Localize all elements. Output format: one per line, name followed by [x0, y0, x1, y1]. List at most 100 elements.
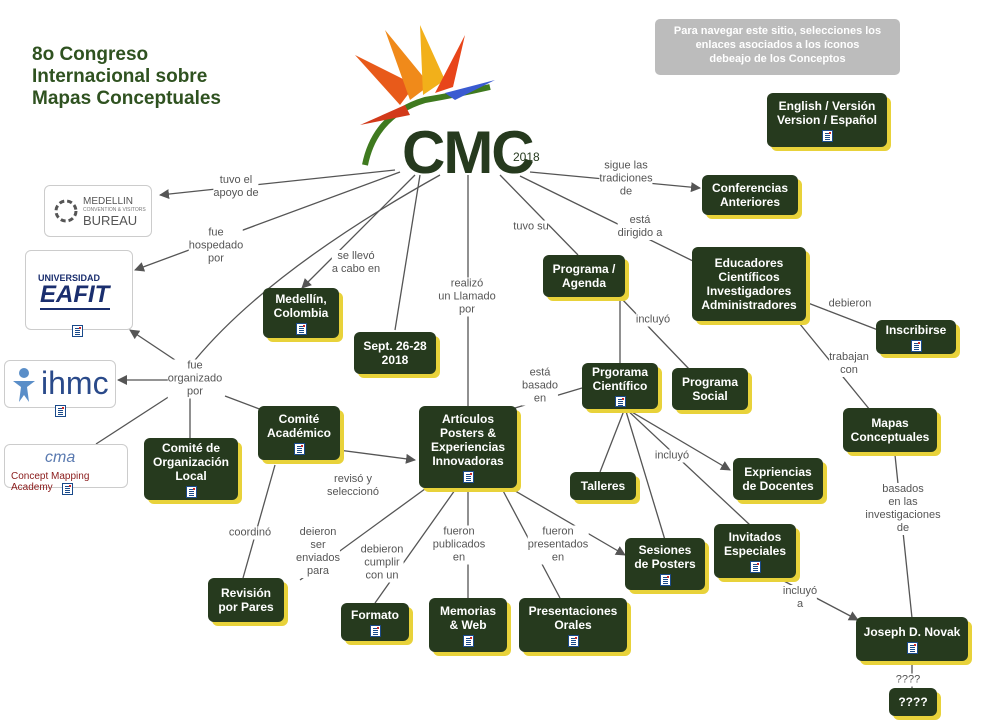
document-icon[interactable]	[462, 634, 474, 647]
eafit-logo-line2: EAFIT	[40, 281, 110, 308]
node-unknown-label: ????	[898, 695, 928, 709]
link-reviso: revisó y seleccionó	[327, 473, 379, 499]
node-programa-social[interactable]: Programa Social	[672, 368, 748, 410]
page-title: 8o Congreso Internacional sobre Mapas Co…	[32, 44, 221, 109]
link-unknown: ????	[895, 673, 921, 687]
node-invitados-label: Invitados Especiales	[723, 529, 787, 558]
node-novak[interactable]: Joseph D. Novak	[856, 617, 968, 661]
node-mapas[interactable]: Mapas Conceptuales	[843, 408, 937, 452]
link-tuvo-su: tuvo su	[513, 220, 549, 234]
node-unknown[interactable]: ????	[889, 688, 937, 716]
node-experiencias-docentes-label: Expriencias de Docentes	[742, 465, 814, 493]
link-trabajan: trabajan con	[829, 351, 869, 377]
link-presentados: fueron presentados en	[527, 525, 589, 565]
link-dirigido: está dirigido a	[617, 214, 663, 240]
document-icon[interactable]	[821, 129, 833, 142]
node-conferencias[interactable]: Conferencias Anteriores	[702, 175, 798, 215]
document-icon[interactable]	[462, 470, 474, 483]
document-icon[interactable]	[185, 485, 197, 498]
node-sept[interactable]: Sept. 26-28 2018	[354, 332, 436, 374]
link-realizo: realizó un Llamado por	[438, 277, 496, 317]
navigation-hint: Para navegar este sitio, selecciones los…	[655, 19, 900, 75]
link-incluyo-programa: incluyó	[635, 313, 671, 327]
document-icon[interactable]	[295, 322, 307, 335]
document-icon[interactable]	[910, 339, 922, 352]
eafit-logo-line1: UNIVERSIDAD	[38, 273, 101, 283]
node-comite-organizacion-label: Comité de Organización Local	[152, 440, 229, 483]
cmc-logo-text: CMC	[402, 119, 535, 186]
ihmc-logo[interactable]: ihmc	[4, 360, 116, 408]
node-presentaciones-label: Presentaciones Orales	[528, 603, 618, 632]
cma-logo-mark: cma	[45, 449, 76, 466]
document-icon[interactable]	[369, 624, 381, 637]
node-sept-label: Sept. 26-28 2018	[363, 339, 427, 367]
medellin-bureau-icon	[54, 199, 78, 223]
link-debieron: debieron	[828, 297, 872, 311]
node-programa-cientifico[interactable]: Prgorama Científico	[582, 363, 658, 409]
node-medellin[interactable]: Medellín, Colombia	[263, 288, 339, 338]
link-enviados: deieron ser enviados para	[295, 526, 341, 578]
eafit-document-icon[interactable]	[72, 325, 83, 337]
node-talleres[interactable]: Talleres	[570, 472, 636, 500]
document-icon[interactable]	[293, 442, 305, 455]
node-articulos[interactable]: Artículos Posters & Experiencias Innovad…	[419, 406, 517, 488]
medellin-logo-line3: BUREAU	[83, 213, 138, 228]
node-english-label: English / Versión Version / Español	[776, 98, 878, 127]
link-coordino: coordinó	[228, 526, 272, 540]
cmc-flower-logo	[345, 25, 545, 185]
link-tuvo-apoyo: tuvo el apoyo de	[213, 174, 259, 200]
ihmc-logo-text: ihmc	[41, 365, 109, 401]
document-icon[interactable]	[906, 641, 918, 654]
cmc-logo-year: 2018	[513, 150, 540, 164]
node-educadores-label: Educadores Científicos Investigadores Ad…	[701, 256, 797, 312]
node-formato-label: Formato	[351, 607, 399, 622]
cma-logo[interactable]: cma Concept Mapping Academy	[4, 444, 128, 493]
node-sesiones[interactable]: Sesiones de Posters	[625, 538, 705, 590]
link-hospedado: fue hospedado por	[188, 226, 244, 266]
node-articulos-label: Artículos Posters & Experiencias Innovad…	[430, 411, 506, 468]
node-educadores[interactable]: Educadores Científicos Investigadores Ad…	[692, 247, 806, 321]
node-novak-label: Joseph D. Novak	[863, 624, 961, 639]
node-comite-academico-label: Comité Académico	[266, 411, 332, 440]
node-invitados[interactable]: Invitados Especiales	[714, 524, 796, 578]
node-sesiones-label: Sesiones de Posters	[634, 542, 696, 571]
link-cumplir: debieron cumplir con un	[360, 543, 404, 583]
link-sigue: sigue las tradiciones de	[599, 159, 653, 199]
node-revision[interactable]: Revisión por Pares	[208, 578, 284, 622]
medellin-logo-line1: MEDELLIN	[83, 196, 134, 207]
link-basado: está basado en	[521, 366, 559, 406]
node-mapas-label: Mapas Conceptuales	[850, 416, 930, 444]
link-incluyo-a: incluyó a	[782, 585, 818, 611]
node-programa[interactable]: Programa / Agenda	[543, 255, 625, 297]
ihmc-figure-icon	[13, 368, 35, 402]
node-medellin-label: Medellín, Colombia	[273, 291, 329, 320]
document-icon[interactable]	[749, 560, 761, 573]
link-incluyo-cientifico: incluyó	[654, 449, 690, 463]
node-conferencias-label: Conferencias Anteriores	[711, 181, 789, 209]
cma-logo-text: Concept Mapping Academy	[11, 471, 90, 493]
node-inscribirse[interactable]: Inscribirse	[876, 320, 956, 354]
node-formato[interactable]: Formato	[341, 603, 409, 641]
ihmc-document-icon[interactable]	[55, 405, 66, 417]
node-presentaciones[interactable]: Presentaciones Orales	[519, 598, 627, 652]
eafit-logo[interactable]: UNIVERSIDAD EAFIT	[25, 250, 133, 330]
cma-document-icon[interactable]	[62, 483, 73, 495]
node-programa-cientifico-label: Prgorama Científico	[591, 365, 649, 393]
document-icon[interactable]	[614, 396, 626, 407]
document-icon[interactable]	[567, 634, 579, 647]
link-organizado: fue organizado por	[167, 359, 223, 399]
node-revision-label: Revisión por Pares	[218, 586, 274, 614]
node-memorias[interactable]: Memorias & Web	[429, 598, 507, 652]
node-inscribirse-label: Inscribirse	[885, 322, 947, 337]
eafit-logo-underline	[40, 308, 110, 310]
node-comite-academico[interactable]: Comité Académico	[258, 406, 340, 460]
medellin-bureau-logo[interactable]: MEDELLIN CONVENTION & VISITORS BUREAU	[44, 185, 152, 237]
link-publicados: fueron publicados en	[432, 525, 486, 565]
node-comite-organizacion[interactable]: Comité de Organización Local	[144, 438, 238, 500]
document-icon[interactable]	[659, 573, 671, 586]
node-english[interactable]: English / Versión Version / Español	[767, 93, 887, 147]
link-basados: basados en las investigaciones de	[865, 483, 941, 535]
node-experiencias-docentes[interactable]: Expriencias de Docentes	[733, 458, 823, 500]
node-programa-social-label: Programa Social	[681, 375, 739, 403]
